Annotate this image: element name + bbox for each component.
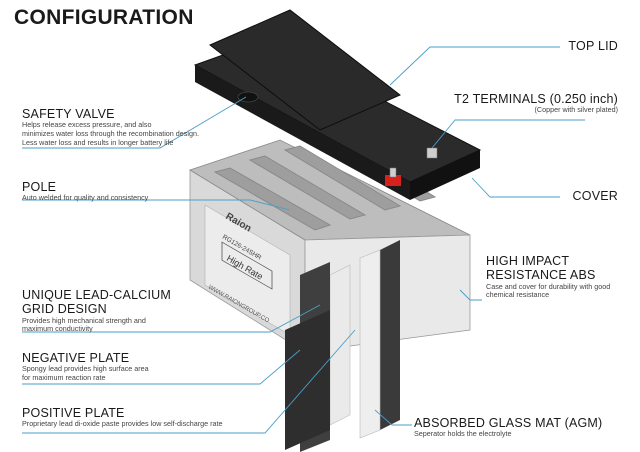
safety-valve-icon bbox=[237, 91, 259, 103]
label-cover: COVER bbox=[573, 189, 618, 203]
agm-heading: ABSORBED GLASS MAT (AGM) bbox=[414, 416, 603, 430]
grid-heading-2: GRID DESIGN bbox=[22, 302, 107, 317]
label-negative-plate: NEGATIVE PLATE Spongy lead provides high… bbox=[22, 351, 222, 383]
terminals bbox=[385, 147, 438, 186]
label-safety-valve: SAFETY VALVE Helps release excess pressu… bbox=[22, 107, 222, 147]
grid-detail-2: maximum conductivity bbox=[22, 324, 93, 334]
label-pole: POLE Auto welded for quality and consist… bbox=[22, 180, 222, 203]
positive-detail: Proprietary lead di-oxide paste provides… bbox=[22, 419, 223, 429]
label-positive-plate: POSITIVE PLATE Proprietary lead di-oxide… bbox=[22, 406, 282, 429]
plate-stack bbox=[285, 240, 400, 452]
pole-heading: POLE bbox=[22, 180, 57, 194]
terminals-detail: (Copper with silver plated) bbox=[534, 105, 619, 115]
safety-valve-heading: SAFETY VALVE bbox=[22, 107, 115, 121]
page-title: CONFIGURATION bbox=[14, 6, 194, 29]
positive-plate bbox=[285, 310, 330, 450]
high-impact-detail-2: chemical resistance bbox=[486, 290, 550, 300]
label-agm: ABSORBED GLASS MAT (AGM) Seperator holds… bbox=[414, 416, 634, 439]
high-impact-detail-1: Case and cover for durability with good bbox=[486, 281, 611, 291]
negative-detail-1: Spongy lead provides high surface area bbox=[22, 364, 149, 374]
safety-valve-detail-3: Less water loss and results in longer ba… bbox=[22, 137, 174, 147]
label-grid: UNIQUE LEAD-CALCIUM GRID DESIGN Provides… bbox=[22, 288, 222, 334]
high-impact-heading-2: RESISTANCE ABS bbox=[486, 268, 596, 283]
high-impact-heading-1: HIGH IMPACT bbox=[486, 254, 570, 268]
safety-valve-detail-2: minimizes water loss through the recombi… bbox=[22, 129, 199, 139]
safety-valve-detail-1: Helps release excess pressure, and also bbox=[22, 120, 152, 130]
top-lid bbox=[209, 9, 401, 131]
agm-detail: Seperator holds the electrolyte bbox=[414, 429, 512, 439]
label-top-lid: TOP LID bbox=[568, 39, 618, 53]
leader-lines bbox=[22, 46, 585, 434]
cover-heading: COVER bbox=[572, 189, 618, 203]
negative-detail-2: for maximum reaction rate bbox=[22, 373, 106, 383]
grid-heading-1: UNIQUE LEAD-CALCIUM bbox=[22, 288, 171, 302]
negative-heading: NEGATIVE PLATE bbox=[22, 351, 130, 365]
label-terminals: T2 TERMINALS (0.250 inch) (Copper with s… bbox=[454, 92, 618, 115]
top-lid-heading: TOP LID bbox=[568, 39, 618, 53]
terminals-heading: T2 TERMINALS (0.250 inch) bbox=[454, 92, 618, 106]
label-high-impact: HIGH IMPACT RESISTANCE ABS Case and cove… bbox=[486, 254, 636, 300]
pole-detail: Auto welded for quality and consistency bbox=[22, 193, 149, 203]
positive-heading: POSITIVE PLATE bbox=[22, 406, 125, 420]
grid-detail-1: Provides high mechanical strength and bbox=[22, 315, 146, 325]
